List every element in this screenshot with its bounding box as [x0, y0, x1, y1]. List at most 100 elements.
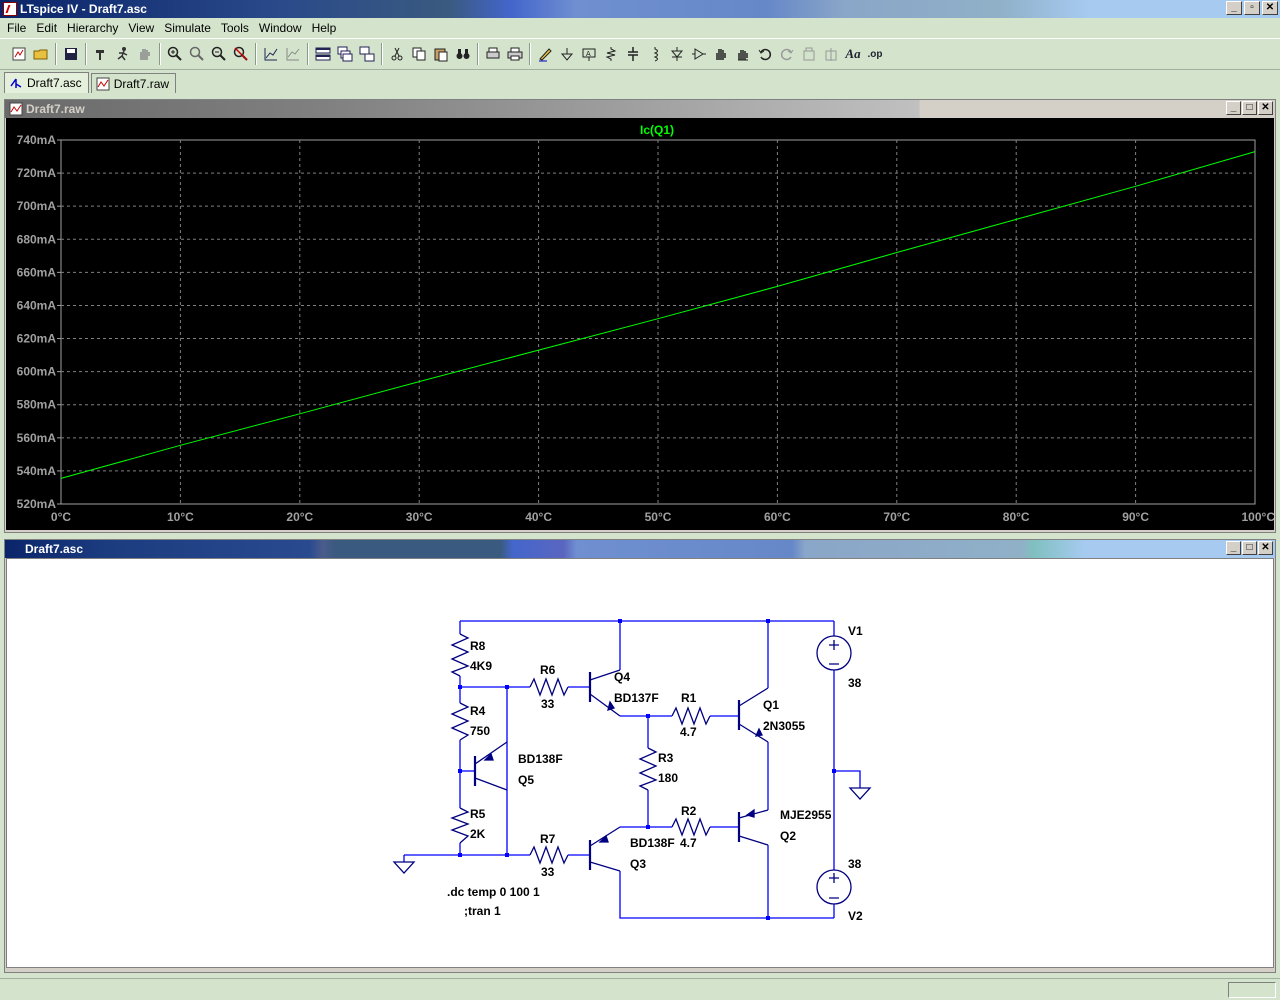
v2-value: 38 [848, 857, 862, 871]
minimize-button[interactable]: _ [1226, 1, 1242, 15]
rotate-icon[interactable] [798, 43, 820, 65]
copy-icon[interactable] [408, 43, 430, 65]
r7-name: R7 [540, 832, 556, 846]
r5-value: 2K [470, 827, 486, 841]
menu-help[interactable]: Help [311, 21, 337, 35]
print-preview-icon[interactable] [482, 43, 504, 65]
waveform-maximize-button[interactable]: □ [1242, 101, 1257, 115]
pan-icon[interactable] [186, 43, 208, 65]
control-panel-hammer-icon[interactable] [90, 43, 112, 65]
transistor-q2 [737, 808, 769, 846]
tab-draft7-asc[interactable]: Draft7.asc [4, 72, 89, 93]
voltage-source-v1 [816, 635, 852, 671]
find-binoculars-icon[interactable] [452, 43, 474, 65]
status-bar [0, 978, 1280, 1000]
autorange-icon[interactable] [260, 43, 282, 65]
schematic-close-button[interactable]: ✕ [1258, 541, 1273, 555]
schematic-maximize-button[interactable]: □ [1242, 541, 1257, 555]
diode-icon[interactable] [666, 43, 688, 65]
window-title: LTspice IV - Draft7.asc [20, 2, 147, 16]
y-tick-label: 720mA [17, 166, 57, 180]
trace-ic-q1[interactable] [60, 151, 1256, 479]
waveform-minimize-button[interactable]: _ [1226, 101, 1241, 115]
ground-icon[interactable] [556, 43, 578, 65]
open-folder-icon[interactable] [30, 43, 52, 65]
resistor-r1 [671, 706, 711, 726]
move-hand-icon[interactable] [710, 43, 732, 65]
print-icon[interactable] [504, 43, 526, 65]
component-labels: R8 4K9 R4 750 R5 2K R6 33 R7 33 R3 180 R… [447, 624, 863, 923]
waveform-icon [9, 102, 23, 116]
chart-svg: 740mA720mA700mA680mA660mA640mA620mA600mA… [17, 123, 1276, 524]
tile-horizontal-icon[interactable] [312, 43, 334, 65]
junction-dots [458, 619, 836, 920]
tile-vertical-icon[interactable] [356, 43, 378, 65]
v1-value: 38 [848, 676, 862, 690]
zoom-in-icon[interactable] [164, 43, 186, 65]
mirror-icon[interactable] [820, 43, 842, 65]
component-icon[interactable] [688, 43, 710, 65]
draw-wire-pencil-icon[interactable] [534, 43, 556, 65]
spice-comment-tran: ;tran 1 [464, 904, 501, 918]
menu-simulate[interactable]: Simulate [164, 21, 211, 35]
resistor-r6 [529, 677, 569, 697]
new-schematic-icon[interactable] [8, 43, 30, 65]
document-tabs: Draft7.asc Draft7.raw [0, 71, 1280, 93]
run-icon[interactable] [112, 43, 134, 65]
x-tick-label: 60°C [764, 510, 791, 524]
resistor-r5 [450, 807, 470, 844]
schematic-window-title: Draft7.asc [25, 542, 84, 556]
cut-icon[interactable] [386, 43, 408, 65]
waveform-window-title-bar[interactable]: Draft7.raw _ □ ✕ [5, 100, 1275, 118]
drag-hand-icon[interactable] [732, 43, 754, 65]
r6-value: 33 [541, 697, 555, 711]
restore-button[interactable]: ▫ [1244, 1, 1260, 15]
halt-hand-icon[interactable] [134, 43, 156, 65]
menu-view[interactable]: View [128, 21, 155, 35]
y-tick-label: 600mA [17, 365, 57, 379]
undo-icon[interactable] [754, 43, 776, 65]
save-icon[interactable] [60, 43, 82, 65]
r4-name: R4 [470, 704, 486, 718]
schematic-canvas[interactable]: R8 4K9 R4 750 R5 2K R6 33 R7 33 R3 180 R… [6, 558, 1274, 968]
x-tick-label: 80°C [1003, 510, 1030, 524]
zoom-cancel-icon[interactable] [230, 43, 252, 65]
r1-value: 4.7 [680, 725, 697, 739]
cascade-icon[interactable] [334, 43, 356, 65]
x-tick-label: 10°C [167, 510, 194, 524]
label-net-icon[interactable]: A [578, 43, 600, 65]
resistor-icon[interactable] [600, 43, 622, 65]
paste-icon[interactable] [430, 43, 452, 65]
r3-value: 180 [658, 771, 678, 785]
menu-window[interactable]: Window [258, 21, 302, 35]
y-tick-label: 700mA [17, 199, 57, 213]
tab-draft7-raw[interactable]: Draft7.raw [90, 73, 177, 93]
schematic-minimize-button[interactable]: _ [1226, 541, 1241, 555]
transistor-q5 [473, 741, 508, 791]
waveform-close-button[interactable]: ✕ [1258, 101, 1273, 115]
menu-tools[interactable]: Tools [220, 21, 249, 35]
close-button[interactable]: ✕ [1262, 1, 1278, 15]
zoom-out-icon[interactable] [208, 43, 230, 65]
menu-file[interactable]: File [7, 21, 27, 35]
spice-directive-icon[interactable]: .op [867, 48, 883, 60]
x-tick-label: 50°C [645, 510, 672, 524]
capacitor-icon[interactable] [622, 43, 644, 65]
text-icon[interactable]: Aa [845, 46, 861, 61]
schematic-window-title-bar[interactable]: Draft7.asc _ □ ✕ [5, 540, 1275, 558]
trace-title[interactable]: Ic(Q1) [640, 123, 674, 137]
q4-value: BD137F [614, 691, 659, 705]
y-tick-label: 560mA [17, 431, 57, 445]
menu-edit[interactable]: Edit [36, 21, 58, 35]
app-title-bar: LTspice IV - Draft7.asc _ ▫ ✕ [0, 0, 1280, 18]
redo-icon[interactable] [776, 43, 798, 65]
plot-settings-icon[interactable] [282, 43, 304, 65]
r8-value: 4K9 [470, 659, 492, 673]
menu-hierarchy[interactable]: Hierarchy [67, 21, 119, 35]
tab-label: Draft7.asc [27, 76, 82, 90]
resistor-r8 [450, 633, 470, 677]
inductor-icon[interactable] [644, 43, 666, 65]
schematic-window: Draft7.asc _ □ ✕ [4, 539, 1276, 973]
